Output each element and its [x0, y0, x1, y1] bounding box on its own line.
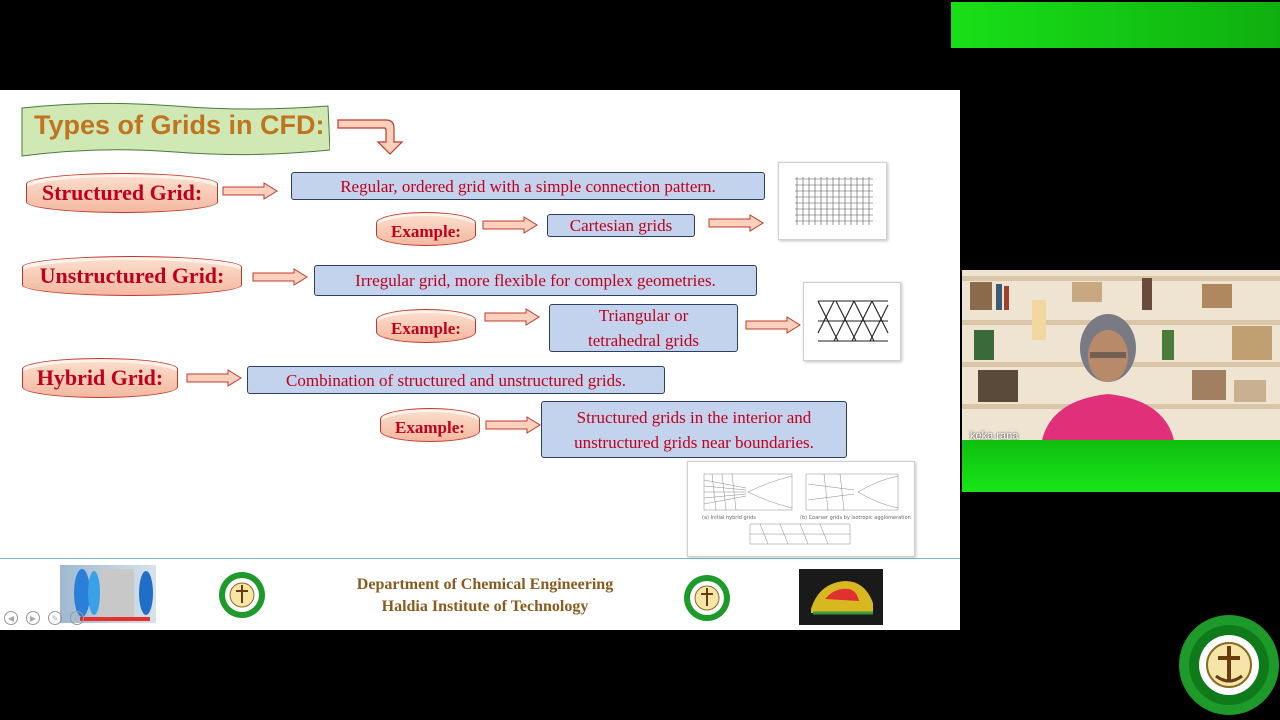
hybrid-example: Structured grids in the interior and uns…	[541, 401, 847, 458]
arrow-right-icon	[482, 216, 538, 234]
footer-department: Department of Chemical Engineering	[356, 576, 614, 593]
arrow-right-icon	[708, 214, 764, 232]
webcam-video-tile[interactable]	[962, 270, 1280, 440]
slide-title: Types of Grids in CFD:	[34, 110, 325, 140]
participant-name: keka rana	[970, 430, 1019, 442]
footer-text: Department of Chemical Engineering Haldi…	[340, 574, 630, 618]
arrow-right-icon	[745, 316, 801, 334]
hybrid-description: Combination of structured and unstructur…	[247, 366, 665, 394]
pen-icon[interactable]: ✎	[48, 611, 62, 625]
hybrid-image-caption-b: (b) Coarser grids by isotropic agglomera…	[800, 515, 911, 521]
unstructured-example-line1: Triangular or	[598, 306, 689, 325]
slide-controls: ◀ ▶ ✎ ⚲	[4, 611, 84, 625]
institute-watermark-logo-icon	[1179, 615, 1279, 715]
bent-arrow-icon	[337, 119, 404, 155]
bottom-green-bar	[962, 440, 1280, 492]
triangular-grid-image	[803, 282, 901, 361]
arrow-right-icon	[485, 416, 541, 434]
structured-grid-label: Structured Grid:	[26, 173, 218, 213]
cartesian-grid-image	[778, 162, 887, 240]
structured-example: Cartesian grids	[547, 214, 695, 237]
next-slide-icon[interactable]: ▶	[26, 611, 40, 625]
example-label: Example:	[376, 212, 476, 246]
hybrid-example-line2: unstructured grids near boundaries.	[574, 432, 814, 452]
hybrid-grid-label: Hybrid Grid:	[22, 358, 178, 398]
arrow-right-icon	[484, 308, 540, 326]
institute-logo-icon	[684, 575, 730, 621]
title-banner	[21, 102, 330, 157]
unstructured-example: Triangular or tetrahedral grids	[549, 304, 738, 352]
unstructured-example-line2: tetrahedral grids	[588, 331, 699, 350]
presentation-slide: Types of Grids in CFD: Structured Grid: …	[0, 90, 960, 630]
hybrid-example-line1: Structured grids in the interior and	[576, 407, 812, 427]
hybrid-grid-image: (a) Initial hybrid grids (b) Coarser gri…	[687, 461, 915, 557]
arrow-right-icon	[252, 268, 308, 286]
structured-description: Regular, ordered grid with a simple conn…	[291, 172, 765, 200]
arrow-right-icon	[222, 182, 278, 200]
arrow-right-icon	[186, 369, 242, 387]
cfd-simulation-thumbnail	[60, 565, 156, 623]
zoom-icon[interactable]: ⚲	[70, 611, 84, 625]
unstructured-grid-label: Unstructured Grid:	[22, 256, 242, 296]
example-label: Example:	[376, 309, 476, 343]
institute-logo-icon	[219, 572, 265, 618]
footer-institute: Haldia Institute of Technology	[381, 598, 589, 615]
top-green-bar	[951, 2, 1280, 48]
unstructured-description: Irregular grid, more flexible for comple…	[314, 265, 757, 296]
previous-slide-icon[interactable]: ◀	[4, 611, 18, 625]
hybrid-image-caption-a: (a) Initial hybrid grids	[702, 515, 756, 521]
footer-divider	[0, 558, 960, 559]
example-label: Example:	[380, 408, 480, 442]
car-cfd-thumbnail	[799, 569, 883, 625]
